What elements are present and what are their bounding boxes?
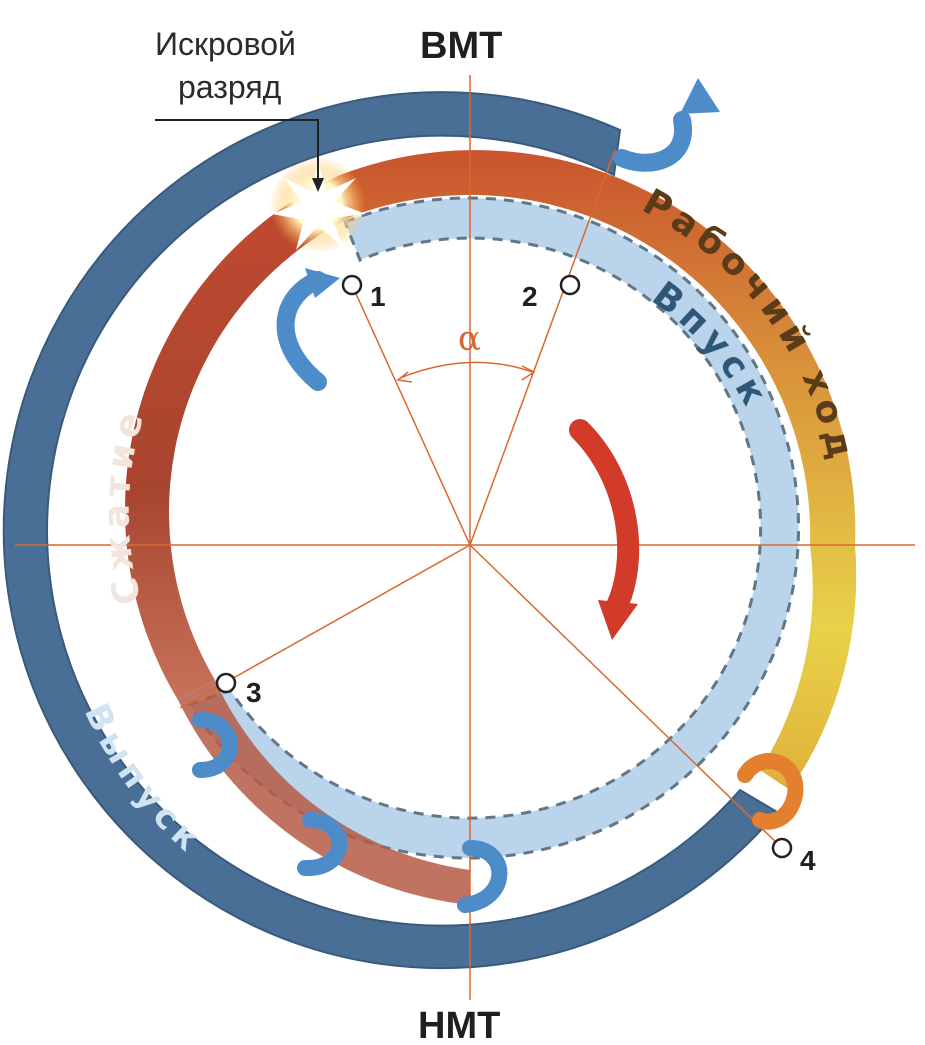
spark-label-line2: разряд [178, 69, 282, 105]
spark-callout-line [155, 119, 319, 180]
power-flow-arrow [737, 753, 804, 830]
point-2-marker [559, 274, 581, 296]
alpha-arrow-right [521, 365, 536, 381]
tdc-label: ВМТ [420, 25, 502, 67]
alpha-arc [399, 361, 533, 379]
point-4-marker [771, 837, 793, 859]
alpha-arrow-left [396, 371, 413, 383]
point-2-label: 2 [522, 281, 538, 312]
point-1-marker [341, 274, 363, 296]
point-4-label: 4 [800, 845, 816, 876]
radius-2 [469, 149, 616, 546]
flow-arrowhead-1 [305, 268, 340, 298]
exhaust-band [178, 680, 470, 905]
flow-arrow-icon [276, 111, 692, 391]
bdc-label: НМТ [418, 1005, 500, 1045]
rotation-arrow-icon [569, 419, 640, 640]
point-1-label: 1 [370, 281, 386, 312]
alpha-label: α [458, 319, 481, 359]
flow-arrowhead-2 [680, 78, 720, 114]
power-stroke-band [340, 150, 857, 791]
spark-label-line1: Искровой [155, 26, 296, 62]
axes [15, 75, 915, 1000]
intake-band [187, 196, 800, 860]
spark-icon [270, 157, 366, 253]
radius-4 [469, 544, 783, 849]
exhaust-flow-arrows [192, 712, 508, 913]
spark-callout-arrowhead [312, 178, 324, 192]
points: 1 2 3 4 [215, 274, 816, 876]
compression-band [124, 175, 355, 700]
point-3-label: 3 [246, 677, 262, 708]
point-3-marker [215, 672, 237, 694]
radius-1 [351, 284, 471, 546]
